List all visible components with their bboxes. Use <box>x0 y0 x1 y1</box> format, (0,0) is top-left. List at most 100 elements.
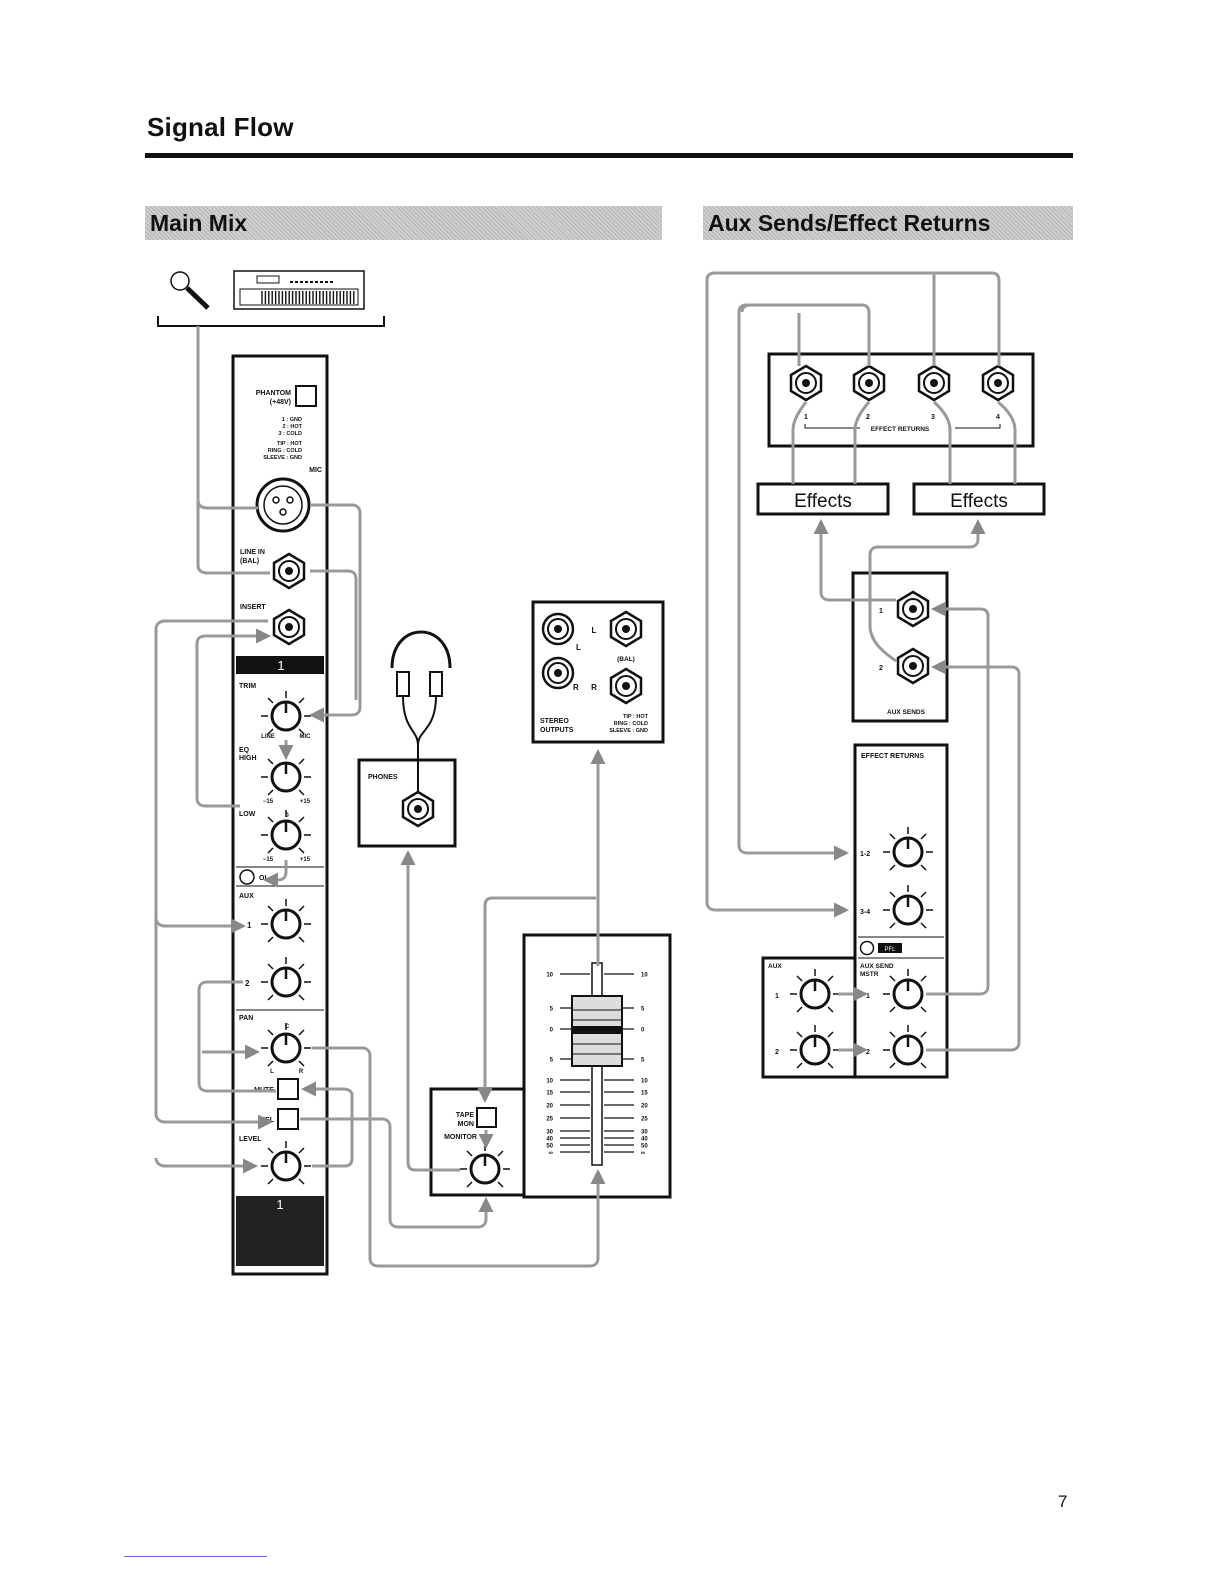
fader-cap[interactable] <box>571 995 623 1067</box>
aux-send-jack-2[interactable] <box>896 647 930 685</box>
effect-return-jack-1[interactable] <box>789 364 823 402</box>
svg-text:EQ: EQ <box>239 747 250 754</box>
stereo-out-r-rca[interactable] <box>541 656 575 690</box>
svg-text:2 : HOT: 2 : HOT <box>282 424 302 430</box>
fader-scale-label: 5 <box>550 1058 554 1064</box>
svg-text:Effects: Effects <box>794 491 852 512</box>
mute-button[interactable] <box>277 1078 299 1100</box>
insert-jack[interactable] <box>272 608 306 646</box>
svg-text:+15: +15 <box>300 799 311 805</box>
svg-text:STEREO: STEREO <box>540 718 569 725</box>
effects-unit-1 <box>756 482 890 516</box>
fader-scale-label: 0 <box>641 1028 645 1034</box>
svg-text:SLEEVE : GND: SLEEVE : GND <box>263 455 302 461</box>
effect-pfl-led <box>859 940 875 956</box>
svg-text:MONITOR: MONITOR <box>444 1134 477 1141</box>
fader-scale-label: 10 <box>641 1079 648 1085</box>
fader-scale-label: ∞ <box>641 1151 645 1157</box>
effects-unit-2 <box>912 482 1046 516</box>
channel-strip: PHANTOM (+48V) 1 : GND 2 : HOT 3 : COLD … <box>231 354 329 1276</box>
line-in-jack[interactable] <box>272 552 306 590</box>
svg-text:AUX: AUX <box>239 893 254 900</box>
svg-text:RING : COLD: RING : COLD <box>614 721 648 727</box>
svg-text:R: R <box>591 683 597 692</box>
svg-text:INSERT: INSERT <box>240 604 266 611</box>
svg-text:RING : COLD: RING : COLD <box>268 448 302 454</box>
svg-text:EFFECT RETURNS: EFFECT RETURNS <box>871 426 930 433</box>
svg-text:+15: +15 <box>300 857 311 863</box>
svg-text:MON: MON <box>458 1121 474 1128</box>
svg-text:−15: −15 <box>263 799 274 805</box>
svg-text:2: 2 <box>866 1049 870 1056</box>
headphones-icon <box>390 630 452 746</box>
fader-scale-label: 10 <box>546 1079 553 1085</box>
svg-text:4: 4 <box>996 414 1000 421</box>
main-mix-heading: Main Mix <box>145 206 662 240</box>
svg-text:R: R <box>299 1069 304 1075</box>
svg-text:1: 1 <box>804 414 808 421</box>
effect-pfl-button[interactable] <box>878 943 902 953</box>
pfl-button[interactable] <box>277 1108 299 1130</box>
stereo-out-r-jack[interactable] <box>609 667 643 705</box>
svg-text:1: 1 <box>879 608 883 615</box>
fader-scale-label: 40 <box>641 1137 648 1143</box>
xlr-mic-input[interactable] <box>255 477 311 533</box>
aux-sends-heading: Aux Sends/Effect Returns <box>703 206 1073 240</box>
effect-return-jack-2[interactable] <box>852 364 886 402</box>
svg-text:EFFECT RETURNS: EFFECT RETURNS <box>861 753 924 760</box>
svg-text:3 : COLD: 3 : COLD <box>278 431 302 437</box>
channel-number: 1 <box>277 658 284 673</box>
svg-text:LOW: LOW <box>239 811 256 818</box>
effect-return-jack-4[interactable] <box>981 364 1015 402</box>
aux-send-jack-1[interactable] <box>896 590 930 628</box>
fader-scale-label: 20 <box>641 1104 648 1110</box>
tape-mon-button[interactable] <box>476 1107 497 1128</box>
svg-text:2: 2 <box>245 979 250 988</box>
svg-text:TIP : HOT: TIP : HOT <box>623 714 649 720</box>
fader-scale-label: ∞ <box>549 1151 553 1157</box>
fader-scale-label: 15 <box>641 1091 648 1097</box>
fader-scale-label: 5 <box>641 1058 645 1064</box>
svg-text:3-4: 3-4 <box>860 909 870 916</box>
phantom-button[interactable] <box>295 385 317 407</box>
svg-text:1: 1 <box>247 921 252 930</box>
microphone-icon <box>170 271 210 310</box>
fader-scale-label: 30 <box>641 1130 648 1136</box>
fader-scale-label: 50 <box>546 1144 553 1150</box>
svg-text:TAPE: TAPE <box>456 1112 474 1119</box>
svg-text:MSTR: MSTR <box>860 971 879 978</box>
svg-text:AUX SENDS: AUX SENDS <box>887 709 926 716</box>
svg-text:2: 2 <box>775 1049 779 1056</box>
fader-scale-label: 15 <box>546 1091 553 1097</box>
svg-text:R: R <box>573 683 579 692</box>
svg-text:2: 2 <box>866 414 870 421</box>
fader-scale-label: 5 <box>550 1007 554 1013</box>
title-rule <box>145 153 1073 158</box>
svg-text:PFL: PFL <box>884 947 896 953</box>
svg-text:1: 1 <box>775 993 779 1000</box>
svg-text:(BAL): (BAL) <box>240 558 259 565</box>
effect-return-jack-3[interactable] <box>917 364 951 402</box>
stereo-out-l-jack[interactable] <box>609 610 643 648</box>
source-bracket <box>157 316 385 327</box>
fader-scale-label: 40 <box>546 1137 553 1143</box>
svg-text:−15: −15 <box>263 857 274 863</box>
svg-text:L: L <box>270 1069 274 1075</box>
svg-text:1-2: 1-2 <box>860 851 870 858</box>
phones-jack[interactable] <box>401 790 435 828</box>
effect-returns-master-panel <box>853 743 949 1079</box>
svg-text:OUTPUTS: OUTPUTS <box>540 727 574 734</box>
fader-scale-label: 20 <box>546 1104 553 1110</box>
signal-wires <box>154 271 1021 1268</box>
stereo-out-l-rca[interactable] <box>541 612 575 646</box>
page-number-text: 7 <box>1058 1492 1068 1511</box>
svg-text:LEVEL: LEVEL <box>239 1136 262 1143</box>
fader-scale-label: 25 <box>641 1117 648 1123</box>
aux-sends-jack-panel <box>851 571 949 723</box>
svg-text:HIGH: HIGH <box>239 755 257 762</box>
fader-scale-label: 5 <box>641 1007 645 1013</box>
svg-text:L: L <box>592 626 597 635</box>
svg-text:SLEEVE : GND: SLEEVE : GND <box>609 728 648 734</box>
ol-led <box>239 869 255 885</box>
